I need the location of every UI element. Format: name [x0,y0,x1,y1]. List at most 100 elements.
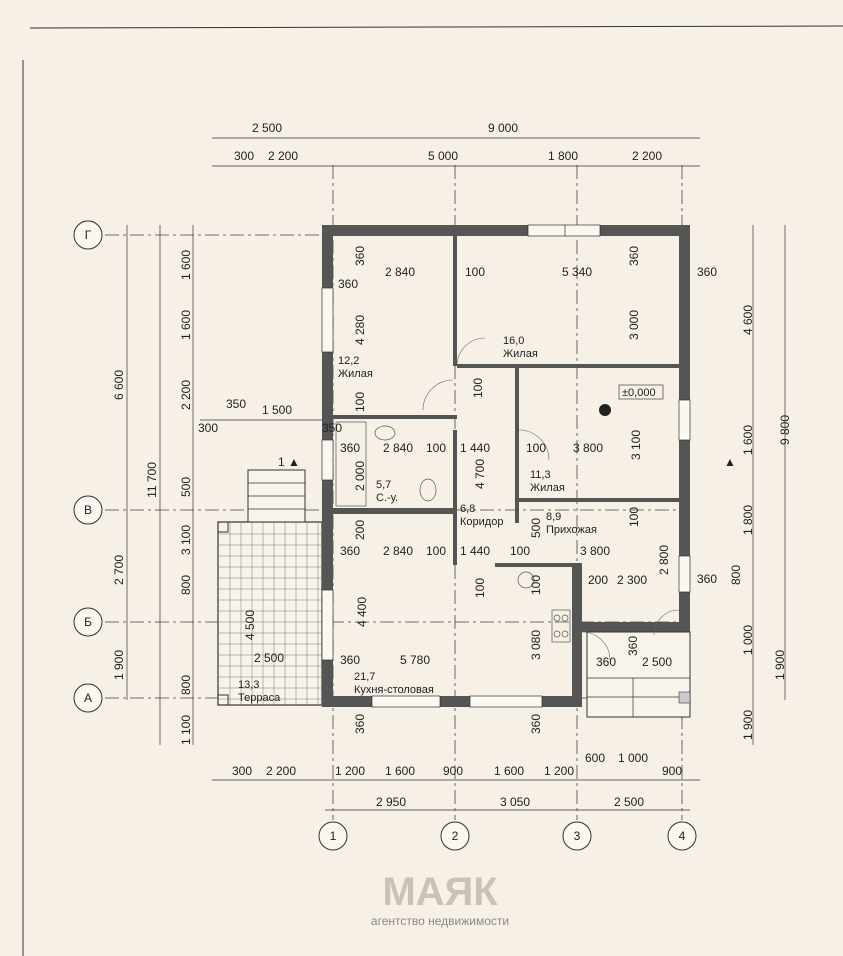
svg-text:А: А [84,691,92,705]
dimension-label: 2 950 [376,795,406,809]
dimension-label: 4 500 [243,610,257,640]
room-area: 13,3 [238,679,259,691]
dimension-label: 5 780 [400,653,430,667]
dimension-label: 6 600 [112,370,126,400]
dimension-label: 600 [585,751,605,765]
dimension-label: 360 [340,441,360,455]
room-labels: 12,2Жилая16,0Жилая11,3Жилая5,7С.-у.6,8Ко… [238,335,597,704]
dimension-label: 1 100 [179,715,193,745]
dimension-label: 2 500 [252,121,282,135]
dimension-label: 360 [353,714,367,734]
dimension-label: 2 200 [268,149,298,163]
axis-row-v: В [73,495,103,525]
dimension-label: 500 [529,518,543,538]
dimension-label: 4 600 [741,305,755,335]
dimension-label: 360 [626,636,640,656]
dimension-label: 5 000 [428,149,458,163]
dimension-label: 360 [697,572,717,586]
svg-text:В: В [84,503,92,517]
dimension-label: 5 340 [562,265,592,279]
room-name: Жилая [338,368,373,380]
room-area: 5,7 [376,479,391,491]
room-area: 6,8 [460,503,475,515]
dimension-label: 2 500 [614,795,644,809]
dimension-label: 1 600 [179,310,193,340]
dimension-label: 1 600 [179,250,193,280]
dimension-label: 1 440 [460,441,490,455]
axis-column-1: 1 [318,821,348,851]
dimension-label: 1 440 [460,544,490,558]
svg-text:3: 3 [574,829,581,843]
dimension-label: 3 000 [627,310,641,340]
svg-text:Б: Б [84,615,92,629]
dimension-label: 3 100 [179,525,193,555]
room-name: С.-у. [376,492,398,504]
room-area: 11,3 [530,469,551,481]
terrace-steps [247,469,306,523]
dimension-label: 100 [526,441,546,455]
dimension-label: 4 280 [353,315,367,345]
dimension-label: 2 840 [383,441,413,455]
dimension-label: 9 000 [488,121,518,135]
section-mark-left: 1 ▲ [278,455,300,469]
room-name: Терраса [238,692,281,704]
dimension-label: 9 800 [778,415,792,445]
dimension-label: 2 800 [657,545,671,575]
svg-text:2: 2 [452,829,459,843]
axis-bubbles: 1 2 3 4 Г В Б А [73,220,697,851]
dimension-label: 800 [179,675,193,695]
dimension-label: 100 [471,378,485,398]
axis-row-b: Б [73,607,103,637]
dimension-label: 100 [426,544,446,558]
section-mark-right: ▲ [724,455,736,469]
dimension-label: 100 [465,265,485,279]
dimension-label: 1 900 [112,650,126,680]
dimension-label: 100 [627,507,641,527]
dimension-label: 4 700 [473,459,487,489]
dimension-label: 3 100 [629,430,643,460]
level-mark: ±0,000 [622,387,656,399]
watermark-tagline: агентство недвижимости [371,914,509,928]
dimension-label: 360 [697,265,717,279]
dimension-label: 1 800 [741,505,755,535]
dimension-label: 2 000 [353,461,367,491]
svg-text:1: 1 [330,829,337,843]
dimension-label: 2 200 [266,764,296,778]
level-mark-frame [618,384,664,400]
svg-text:4: 4 [679,829,686,843]
sheet-border-top [29,25,843,29]
room-area: 16,0 [503,335,524,347]
dimension-label: 500 [179,477,193,497]
fixtures [335,421,571,643]
dimension-labels: 2 500 9 000 300 2 200 5 000 1 800 2 200 300 2 20… [112,121,792,809]
room-name: Коридор [460,516,503,528]
dimension-label: 1 200 [335,764,365,778]
dimension-label: 100 [510,544,530,558]
dimension-label: 360 [596,655,616,669]
dimension-label: 100 [529,575,543,595]
room-area: 21,7 [354,671,375,683]
axis-column-2: 2 [440,821,470,851]
dimension-label: 360 [627,246,641,266]
room-name: Жилая [530,482,565,494]
dimension-label: 350 [322,421,342,435]
axis-column-3: 3 [562,821,592,851]
dimension-label: 2 500 [254,651,284,665]
room-name: Кухня-столовая [354,684,434,696]
dimension-label: 1 000 [618,751,648,765]
dimension-label: 200 [588,573,608,587]
dimension-label: 300 [234,149,254,163]
dimension-label: 350 [226,397,246,411]
dimension-label: 800 [179,575,193,595]
room-name: Жилая [503,348,538,360]
dimension-label: 360 [529,714,543,734]
dimension-label: 1 600 [494,764,524,778]
dimension-label: 300 [232,764,252,778]
dimension-label: 100 [473,578,487,598]
dimension-label: 800 [729,565,743,585]
dimension-label: 360 [338,277,358,291]
walls [321,224,691,708]
dimension-label: 2 200 [632,149,662,163]
watermark-logo: МАЯК [382,870,498,914]
